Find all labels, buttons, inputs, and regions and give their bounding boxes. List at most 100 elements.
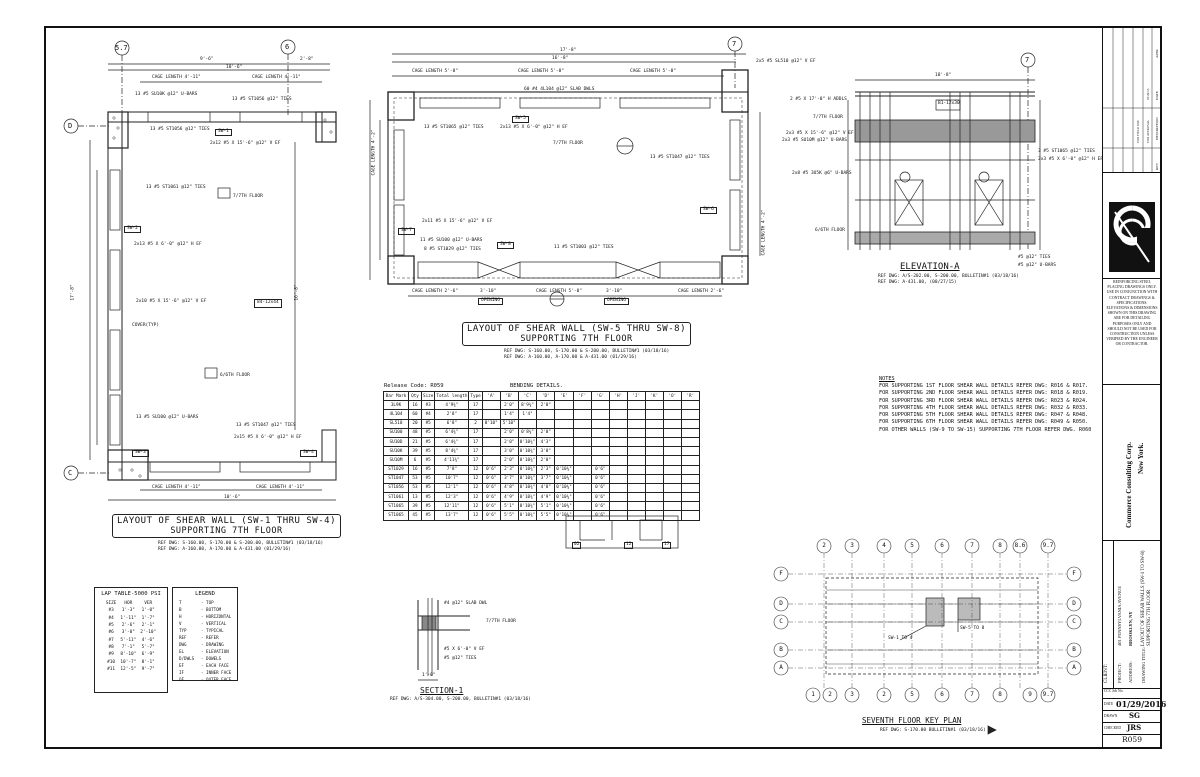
table-cell: [626, 501, 646, 512]
callout: 13 #5 ST1056 @12" TIES: [232, 97, 292, 102]
table-cell: [554, 400, 574, 411]
date-label: DATE: [1104, 702, 1114, 706]
legend-meaning: ELEVATION: [206, 649, 229, 654]
table-cell: ST1056: [383, 482, 409, 494]
table-cell: [680, 436, 700, 448]
client-label: CLIENT:: [1104, 664, 1109, 683]
table-cell: #10: [107, 659, 116, 665]
mid-plan-title: LAYOUT OF SHEAR WALL (SW-5 THRU SW-8): [467, 324, 686, 334]
lap-table-title: LAP TABLE-5000 PSI: [101, 591, 161, 597]
grid-label: D: [779, 600, 783, 607]
cage-length-side: CAGE LENGTH 4'-2": [371, 129, 377, 176]
table-cell: 3L9K: [383, 400, 409, 411]
table-cell: 0'8¾": [517, 427, 538, 438]
rev-header: REV: [1155, 163, 1159, 170]
description-header: DESCRIPTION: [1155, 117, 1159, 140]
table-cell: [608, 400, 628, 411]
table-cell: [662, 400, 682, 411]
table-cell: 9'-7": [141, 666, 155, 672]
grid-label: 9.7: [1042, 691, 1054, 698]
floor-tag: 7/7TH FLOOR: [813, 115, 843, 120]
table-cell: 4'9": [499, 492, 519, 503]
note-line: FOR SUPPORTING 3RD FLOOR SHEAR WALL DETA…: [879, 397, 1089, 404]
company-name: Commerce Consulting Corp.: [1125, 441, 1133, 528]
ref-dwg: REF DWG: S-160.00, S-170.00 & S-200.00, …: [504, 349, 670, 354]
table-cell: #8: [108, 644, 114, 650]
legend-item: H- HORIZONTAL: [179, 614, 232, 619]
table-cell: [572, 427, 592, 438]
legend-abbr: B: [179, 607, 182, 612]
callout: 60 #4 4L104 @12" SLAB DWLS: [524, 87, 595, 92]
grid-label: C: [1072, 618, 1076, 625]
dim: 1'-0": [422, 673, 436, 678]
dim-top: 17'-8": [560, 48, 577, 53]
table-cell: [590, 400, 610, 411]
table-cell: 0'10¾": [517, 482, 538, 494]
table-cell: 12: [468, 510, 483, 521]
callout: 13 #5 SU10K @12" U-BARS: [135, 92, 198, 97]
table-cell: [662, 510, 682, 521]
disclaimer: REINFORCING STEEL PLACING DRAWINGS ONLY.…: [1106, 280, 1158, 347]
table-cell: SU10M: [383, 455, 409, 466]
note-line: FOR OTHER WALLS (SW-9 TO SW-15) SUPPORTI…: [879, 426, 1092, 433]
wall-label-sw5: SW-5: [512, 116, 529, 123]
ref-dwg: REF DWG: A/S-304.00, S-200.00, BULLETIN#…: [390, 697, 531, 702]
cage-length: CAGE LENGTH 5'-0": [536, 289, 583, 294]
callout: 13 #5 ST1047 @12" TIES: [650, 155, 710, 160]
column-header: 'B': [499, 390, 519, 402]
table-cell: 3'0": [536, 446, 556, 457]
table-cell: [626, 455, 646, 466]
table-cell: 1'-7": [141, 615, 155, 621]
callout: #5 X 6'-0" V EF: [444, 647, 485, 652]
table-cell: [662, 436, 682, 448]
table-cell: [626, 427, 646, 438]
table-cell: 17: [468, 427, 483, 438]
column-header: VER: [144, 601, 153, 607]
table-cell: 3'-0": [121, 630, 135, 636]
table-cell: 21: [408, 436, 422, 448]
wall-label-sw6: SW-6: [700, 207, 717, 214]
column-header: 'K': [644, 390, 664, 402]
grid-label: F: [1072, 570, 1076, 577]
legend-meaning: TYPICAL: [206, 628, 224, 633]
legend-meaning: BOTTOM: [206, 607, 222, 612]
grid-bubble: [805, 687, 821, 703]
table-cell: [680, 473, 700, 484]
legend-title: LEGEND: [195, 591, 215, 597]
callout: 2x15 #5 X 6'-0" @12" H EF: [234, 435, 302, 440]
table-cell: [626, 418, 646, 429]
legend-item: REF- REFER: [179, 635, 219, 640]
legend-abbr: TYP: [179, 628, 187, 633]
table-cell: 0'10¾": [554, 464, 574, 475]
table-cell: [680, 492, 700, 503]
table-cell: [608, 482, 628, 494]
table-cell: [626, 492, 646, 503]
cage-length: CAGE LENGTH 4'-11": [252, 75, 301, 80]
table-cell: 2'0": [536, 455, 556, 466]
notes-heading: NOTES: [879, 376, 895, 382]
table-cell: [608, 418, 628, 429]
ref-dwg: REF DWG: A-160.00, A-170.00 & A-431.00 (…: [158, 547, 291, 552]
table-cell: 2'3": [536, 464, 556, 475]
table-cell: SU10K: [383, 446, 409, 457]
table-cell: 12: [468, 464, 483, 475]
drawing-title-value: LAYOUT OF SHEAR WALLS (SW-1 TO SW-8) SUP…: [1141, 550, 1152, 646]
grid-label: D: [1072, 600, 1076, 607]
grid-label: 3: [850, 691, 854, 698]
grid-label: 6: [940, 691, 944, 698]
drawing-title-label: DRAWING TITLE:: [1141, 646, 1146, 683]
dim-right: 16'-8": [294, 284, 300, 301]
table-cell: #5: [420, 473, 436, 484]
table-cell: [680, 510, 700, 521]
table-cell: [608, 492, 628, 503]
table-cell: ST1065: [383, 510, 409, 521]
table-cell: [662, 492, 682, 503]
table-cell: 5'10": [499, 418, 519, 429]
